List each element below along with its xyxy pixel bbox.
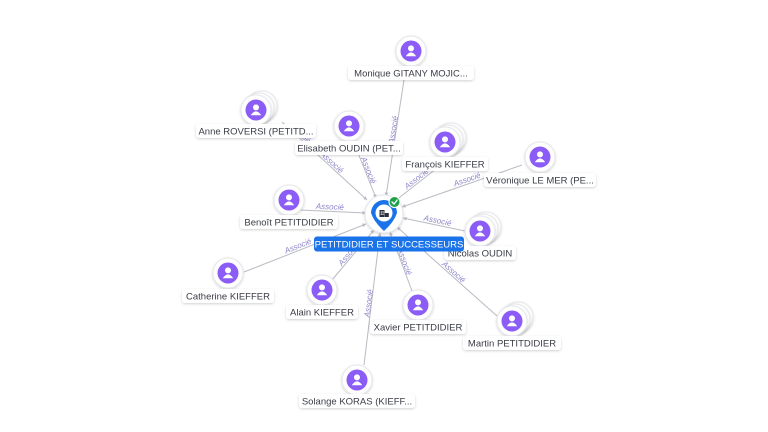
person-node-veronique[interactable]: Véronique LE MER (PE...: [484, 141, 596, 187]
edge-elisabeth: [357, 152, 377, 199]
edge-nicolas: [402, 217, 466, 232]
person-label-bg: [484, 173, 596, 187]
person-icon: [474, 225, 486, 237]
person-name: Xavier PETITDIDIER: [374, 322, 463, 333]
person-node-alain[interactable]: Alain KIEFFER: [286, 274, 358, 319]
person-node-nicolas[interactable]: Nicolas OUDIN: [444, 211, 516, 260]
edge-label: Associé: [282, 237, 313, 256]
person-node-benoit[interactable]: Benoît PETITDIDIER: [240, 184, 338, 229]
edge-label: Associé: [359, 155, 378, 186]
person-icon: [316, 284, 328, 296]
edge-catherine: [243, 223, 367, 273]
person-name: Monique GITANY MOJIC...: [354, 68, 468, 79]
edge-label: Associé: [362, 288, 374, 318]
person-name: Elisabeth OUDIN (PET...: [297, 143, 400, 154]
edge-monique: [385, 79, 405, 197]
person-label-bg: [402, 157, 488, 171]
edge-benoit: [299, 209, 367, 214]
person-label-bg: [182, 289, 274, 303]
edge-francois: [394, 167, 438, 202]
person-name: Anne ROVERSI (PETITD...: [198, 126, 313, 137]
edge-arrow: [370, 230, 374, 234]
person-icon: [283, 194, 295, 206]
person-name: Véronique LE MER (PE...: [486, 175, 594, 186]
person-node-xavier[interactable]: Xavier PETITDIDIER: [370, 289, 466, 334]
edge-arrow: [362, 223, 366, 228]
nodes-layer: Monique GITANY MOJIC... Anne ROVERSI (PET…: [182, 35, 596, 408]
edge-arrow: [384, 192, 389, 196]
person-label-bg: [295, 141, 403, 155]
person-name: Alain KIEFFER: [290, 307, 354, 318]
check-badge-icon: [388, 196, 401, 208]
person-icon: [250, 104, 262, 116]
person-node-elisabeth[interactable]: Elisabeth OUDIN (PET...: [295, 110, 403, 155]
edge-arrow: [402, 204, 406, 208]
person-icon: [439, 136, 451, 148]
person-name: Catherine KIEFFER: [186, 291, 270, 302]
person-node-martin[interactable]: Martin PETITDIDIER: [463, 301, 561, 350]
edge-label: Associé: [387, 115, 400, 146]
person-label-bg: [286, 305, 358, 319]
edge-solange: [363, 232, 381, 366]
person-label-bg: [370, 320, 466, 334]
edge-label: Associé: [452, 170, 483, 188]
person-icon: [534, 151, 546, 163]
person-label-bg: [196, 124, 316, 138]
person-label-bg: [240, 215, 338, 229]
person-label-bg: [348, 66, 474, 80]
person-icon: [222, 267, 234, 279]
edge-label: Associé: [439, 259, 467, 285]
edge-arrow: [403, 216, 407, 221]
company-name: PETITDIDIER ET SUCCESSEURS: [315, 239, 464, 250]
center-label-bg: [314, 236, 464, 252]
edge-veronique: [401, 164, 523, 208]
person-name: Solange KORAS (KIEFF...: [302, 396, 412, 407]
person-node-catherine[interactable]: Catherine KIEFFER: [182, 257, 274, 303]
person-name: Martin PETITDIDIER: [468, 338, 556, 349]
person-node-monique[interactable]: Monique GITANY MOJIC...: [348, 35, 474, 80]
edge-arrow: [377, 233, 382, 237]
person-icon: [405, 45, 417, 57]
edge-arrow: [389, 232, 394, 236]
person-name: François KIEFFER: [405, 159, 484, 170]
person-name: Nicolas OUDIN: [448, 248, 513, 259]
edge-arrow: [397, 227, 401, 231]
center-company-node[interactable]: PETITDIDIER ET SUCCESSEURS: [314, 194, 464, 252]
edge-label: Associé: [422, 213, 453, 228]
person-label-bg: [299, 394, 415, 408]
person-icon: [506, 315, 518, 327]
person-icon: [351, 374, 363, 386]
person-node-francois[interactable]: François KIEFFER: [402, 122, 488, 171]
person-icon: [343, 120, 355, 132]
edge-arrow: [363, 196, 367, 200]
building-icon: [379, 210, 389, 217]
person-name: Benoît PETITDIDIER: [244, 217, 333, 228]
person-node-anne[interactable]: Anne ROVERSI (PETITD...: [196, 90, 316, 138]
person-node-solange[interactable]: Solange KORAS (KIEFF...: [299, 364, 415, 408]
edge-label: Associé: [315, 202, 345, 212]
person-icon: [412, 299, 424, 311]
edge-arrow: [362, 210, 366, 215]
person-label-bg: [463, 336, 561, 350]
